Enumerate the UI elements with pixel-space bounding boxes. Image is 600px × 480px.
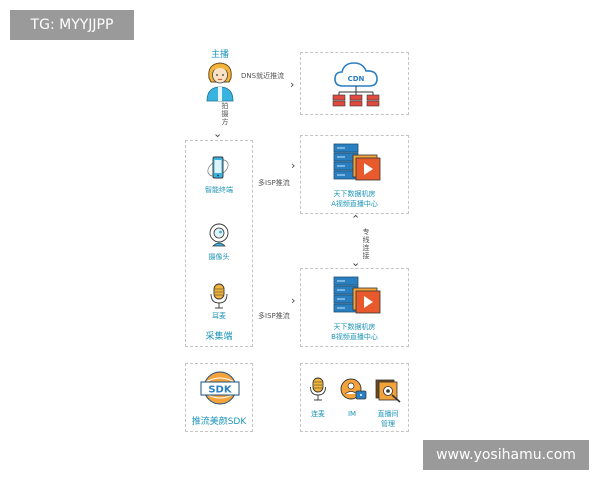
device-label: 智能终端 — [205, 186, 233, 194]
sdk-badge-icon: SDK — [200, 371, 240, 405]
sdk-badge-text: SDK — [208, 385, 233, 396]
shoot-char: 摄 — [221, 110, 229, 118]
server-video-icon — [333, 276, 381, 314]
datacenter-a-box: 天下数据机房 A视频直播中心 — [300, 135, 409, 214]
microphone-icon — [210, 283, 228, 309]
datacenter-b-line1: 天下数据机房 — [333, 323, 376, 331]
sdk-label: 推流美颜SDK — [191, 417, 247, 427]
smartphone-icon — [207, 156, 229, 179]
cdn-text: CDN — [348, 75, 365, 83]
cdn-box: CDN — [300, 52, 409, 115]
server-video-icon — [333, 143, 381, 181]
service-label: 管理 — [381, 420, 395, 428]
shoot-char: 拍 — [221, 102, 229, 110]
service-label: IM — [347, 410, 357, 418]
shoot-side-label: 拍 摄 方 — [221, 102, 229, 126]
chevron-right-icon: › — [290, 78, 295, 91]
sdk-box: SDK 推流美颜SDK — [185, 363, 253, 432]
dedicated-char: 专 — [362, 228, 370, 236]
datacenter-b-box: 天下数据机房 B视频直播中心 — [300, 268, 409, 347]
anchor-label: 主播 — [210, 50, 229, 60]
service-label: 直播间 — [377, 410, 399, 418]
datacenter-b-line2: B视频直播中心 — [331, 333, 378, 341]
datacenter-a-line2: A视频直播中心 — [331, 200, 378, 208]
chevron-up-icon: ⌃ — [351, 213, 361, 226]
dns-push-label: DNS就近推流 — [241, 72, 285, 80]
folder-gear-icon — [375, 379, 401, 403]
datacenter-a-line1: 天下数据机房 — [333, 190, 376, 198]
chevron-right-icon: › — [291, 294, 296, 307]
device-label: 耳麦 — [212, 312, 226, 320]
watermark-bottom: www.yosihamu.com — [423, 440, 589, 470]
device-label: 摄像头 — [208, 253, 230, 261]
chat-icon — [340, 378, 367, 400]
anchor-person-icon — [204, 60, 236, 106]
watermark-top: TG: MYYJJPP — [10, 10, 134, 40]
multi-isp-label-b: 多ISP推流 — [258, 312, 290, 320]
shoot-char: 方 — [221, 118, 229, 126]
dedicated-char: 接 — [362, 252, 370, 260]
microphone-icon — [310, 377, 326, 401]
dedicated-char: 线 — [362, 236, 370, 244]
cdn-cloud-icon: CDN — [332, 62, 380, 107]
chevron-down-icon: ⌄ — [213, 127, 223, 140]
service-label: 连麦 — [311, 410, 325, 418]
chevron-down-icon: ⌄ — [351, 256, 361, 269]
multi-isp-label-a: 多ISP推流 — [258, 179, 290, 187]
chevron-right-icon: › — [291, 159, 296, 172]
webcam-icon — [209, 223, 229, 247]
services-box: 连麦 IM 直播间 管理 — [300, 363, 409, 432]
capture-title: 采集端 — [205, 332, 233, 342]
capture-box: 智能终端 摄像头 耳麦 采集端 — [185, 140, 253, 347]
dedicated-line-label: 专 线 连 接 — [362, 228, 370, 260]
dedicated-char: 连 — [362, 244, 370, 252]
